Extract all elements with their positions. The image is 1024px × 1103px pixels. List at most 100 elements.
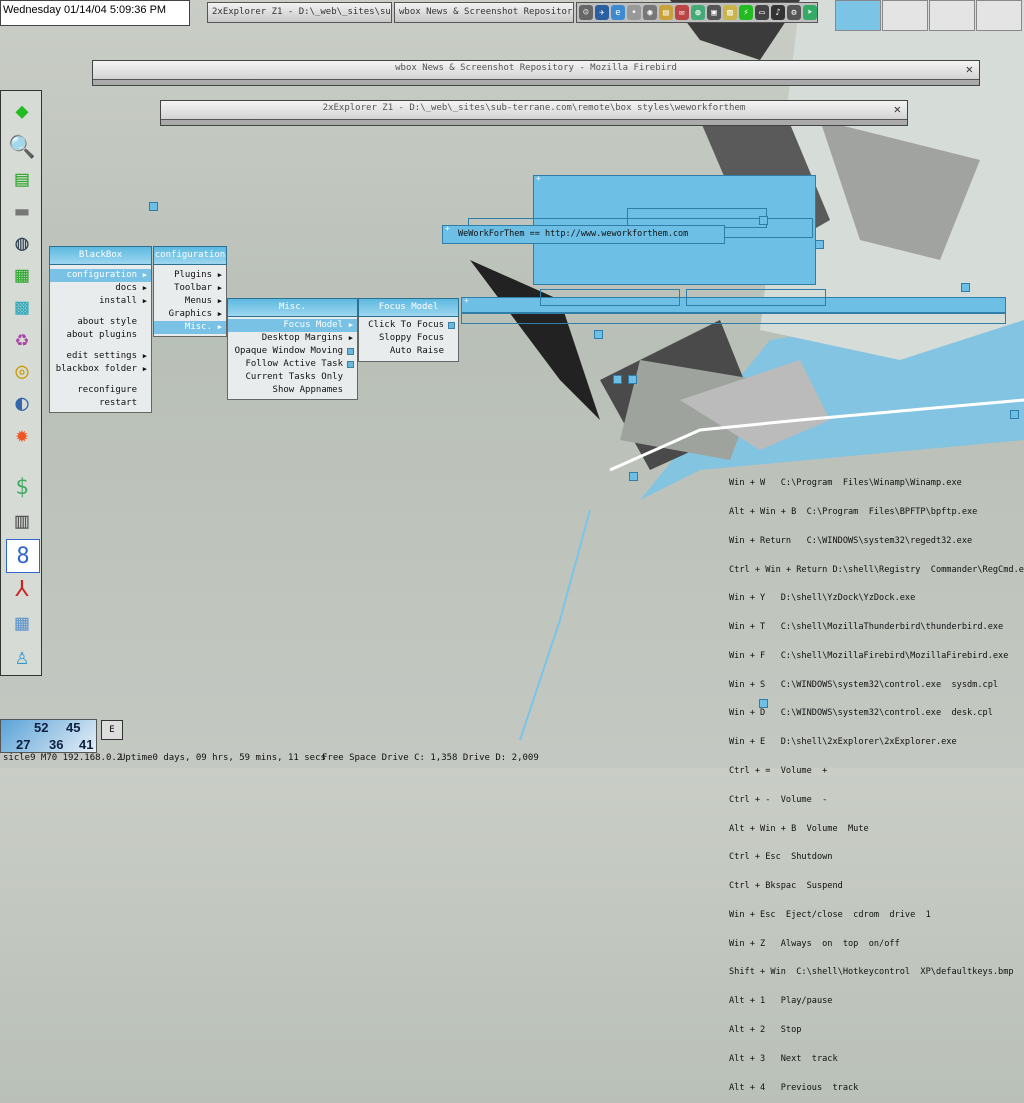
blue-square xyxy=(759,216,768,225)
ie-icon[interactable]: e xyxy=(611,5,625,20)
taskbar-button-firebird[interactable]: wbox News & Screenshot Repository … xyxy=(394,2,574,23)
burn-disc-icon[interactable]: ✹ xyxy=(15,422,29,448)
user-icon[interactable]: ☺ xyxy=(579,5,593,20)
acrobat-icon[interactable]: ⅄ xyxy=(15,576,29,602)
grid-icon[interactable]: ▩ xyxy=(15,294,29,320)
blue-outline xyxy=(461,312,1006,324)
calculator-icon[interactable]: ▦ xyxy=(15,610,29,636)
person-icon[interactable]: ♙ xyxy=(15,644,29,670)
menu-item-label: about plugins xyxy=(66,330,137,340)
weather-widget[interactable]: 52 45 27 36 41 xyxy=(0,719,97,753)
weather-value: 52 xyxy=(34,720,49,735)
menu-item-focus-model[interactable]: Focus Model▶ xyxy=(228,319,357,332)
gear-icon[interactable]: ⚙ xyxy=(787,5,801,20)
money-icon[interactable]: $ xyxy=(15,474,29,500)
virtual-desktop-4[interactable] xyxy=(976,0,1022,31)
blackbox-icon[interactable]: 8 xyxy=(6,539,40,573)
window-handle[interactable] xyxy=(93,79,979,85)
firebird-window-titlebar[interactable]: wbox News & Screenshot Repository - Mozi… xyxy=(92,60,980,86)
winamp-icon[interactable]: ⚡ xyxy=(739,5,753,20)
menu-title: Focus Model xyxy=(358,298,459,317)
menu-item-label: Plugins xyxy=(174,270,212,280)
blue-square xyxy=(613,375,622,384)
menu-item-label: docs xyxy=(115,283,137,293)
menu-item-plugins[interactable]: Plugins▶ xyxy=(154,269,226,282)
menu-item-click-to-focus[interactable]: Click To Focus xyxy=(359,319,458,332)
menu-item-show-appnames[interactable]: Show Appnames xyxy=(228,384,357,397)
virtual-desktop-1[interactable] xyxy=(835,0,881,31)
menu-item-label: Auto Raise xyxy=(389,346,444,356)
menu-item-follow-active-task[interactable]: Follow Active Task xyxy=(228,358,357,371)
menu-item-label: edit settings xyxy=(66,351,137,361)
cube-icon[interactable]: ◆ xyxy=(15,98,29,124)
menu-item-auto-raise[interactable]: Auto Raise xyxy=(359,345,458,358)
globe-icon[interactable]: ◍ xyxy=(691,5,705,20)
menu-item-edit-settings[interactable]: edit settings▶ xyxy=(50,350,151,363)
menu-item-menus[interactable]: Menus ▶ xyxy=(154,295,226,308)
weworkforthem-bar[interactable]: + WeWorkForThem == http://www.weworkfort… xyxy=(442,224,725,244)
menu-item-label: Desktop Margins xyxy=(261,333,343,343)
dot-icon[interactable]: • xyxy=(627,5,641,20)
virtual-desktop-3[interactable] xyxy=(929,0,975,31)
menu-item-reconfigure[interactable]: reconfigure xyxy=(50,384,151,397)
menu-title: configuration xyxy=(153,246,227,265)
menu-item-desktop-margins[interactable]: Desktop Margins▶ xyxy=(228,332,357,345)
menu-item-install[interactable]: install▶ xyxy=(50,295,151,308)
weworkforthem-label: WeWorkForThem == http://www.weworkforthe… xyxy=(458,229,689,239)
menu-item-graphics[interactable]: Graphics▶ xyxy=(154,308,226,321)
blue-square xyxy=(759,699,768,708)
menu-item-blackbox-folder[interactable]: blackbox folder▶ xyxy=(50,363,151,376)
free-space: Free Space Drive C: 1,358 Drive D: 2,009 xyxy=(322,753,539,763)
monitor-icon[interactable]: ▭ xyxy=(755,5,769,20)
window-handle[interactable] xyxy=(161,119,907,125)
focus-model-menu: Focus Model Click To Focus Sloppy Focus … xyxy=(358,298,459,362)
blue-square xyxy=(629,472,638,481)
plane-icon[interactable]: ✈ xyxy=(595,5,609,20)
taskbar-button-explorer[interactable]: 2xExplorer Z1 - D:\_web\_sites\sub-t… xyxy=(207,2,392,23)
menu-item-label: Menus xyxy=(184,296,212,306)
arrow-right-icon: ▶ xyxy=(217,297,222,305)
puzzle-icon[interactable]: ▦ xyxy=(15,262,29,288)
hotkey-line: Win + F C:\shell\MozillaFirebird\Mozilla… xyxy=(729,650,1009,661)
column-icon[interactable]: ▥ xyxy=(15,508,29,534)
cd-drive-icon[interactable]: ◎ xyxy=(15,358,29,384)
window-icon[interactable]: ▣ xyxy=(707,5,721,20)
explorer-window-titlebar[interactable]: 2xExplorer Z1 - D:\_web\_sites\sub-terra… xyxy=(160,100,908,126)
hotkey-line: Alt + 2 Stop xyxy=(729,1025,802,1036)
close-icon[interactable]: ✕ xyxy=(965,62,973,76)
media-player-icon[interactable]: ◐ xyxy=(15,390,29,416)
menu-item-about-plugins[interactable]: about plugins xyxy=(50,329,151,342)
hotkey-line: Shift + Win C:\shell\Hotkeycontrol XP\de… xyxy=(729,967,1014,978)
menu-item-about-style[interactable]: about style xyxy=(50,316,151,329)
virtual-desktop-2[interactable] xyxy=(882,0,928,31)
recycle-bin-icon[interactable]: ♻ xyxy=(15,326,29,352)
menu-item-configuration[interactable]: configuration▶ xyxy=(50,269,151,282)
blue-square xyxy=(1010,410,1019,419)
menu-item-current-tasks-only[interactable]: Current Tasks Only xyxy=(228,371,357,384)
mail-icon[interactable]: ✉ xyxy=(675,5,689,20)
misc-menu: Misc. Focus Model▶ Desktop Margins▶ Opaq… xyxy=(227,298,358,400)
hotkey-line: Alt + Win + B C:\Program Files\BPFTP\bpf… xyxy=(729,506,978,517)
notebook-icon[interactable]: ▤ xyxy=(15,166,29,192)
menu-item-docs[interactable]: docs▶ xyxy=(50,282,151,295)
close-icon[interactable]: ✕ xyxy=(893,102,901,116)
globe-icon[interactable]: ◍ xyxy=(15,230,29,256)
image-icon[interactable]: ▨ xyxy=(723,5,737,20)
menu-item-misc[interactable]: Misc.▶ xyxy=(154,321,226,334)
menu-item-toolbar[interactable]: Toolbar▶ xyxy=(154,282,226,295)
search-folder-icon[interactable]: 🔍 xyxy=(8,134,36,160)
weather-value: 41 xyxy=(79,737,94,752)
menu-item-sloppy-focus[interactable]: Sloppy Focus xyxy=(359,332,458,345)
weather-value: 45 xyxy=(66,720,81,735)
cd-icon[interactable]: ◉ xyxy=(643,5,657,20)
menu-item-label: Sloppy Focus xyxy=(378,333,444,343)
speaker-icon[interactable]: ♪ xyxy=(771,5,785,20)
cursor-icon[interactable]: ➤ xyxy=(803,5,817,20)
blue-outline xyxy=(540,289,680,306)
drive-icon[interactable]: ▬ xyxy=(15,198,29,224)
weather-value: 36 xyxy=(49,737,64,752)
menu-item-restart[interactable]: restart xyxy=(50,397,151,410)
menu-item-opaque-window-moving[interactable]: Opaque Window Moving xyxy=(228,345,357,358)
tray-small-button[interactable]: E xyxy=(101,720,123,740)
folder-icon[interactable]: ▤ xyxy=(659,5,673,20)
